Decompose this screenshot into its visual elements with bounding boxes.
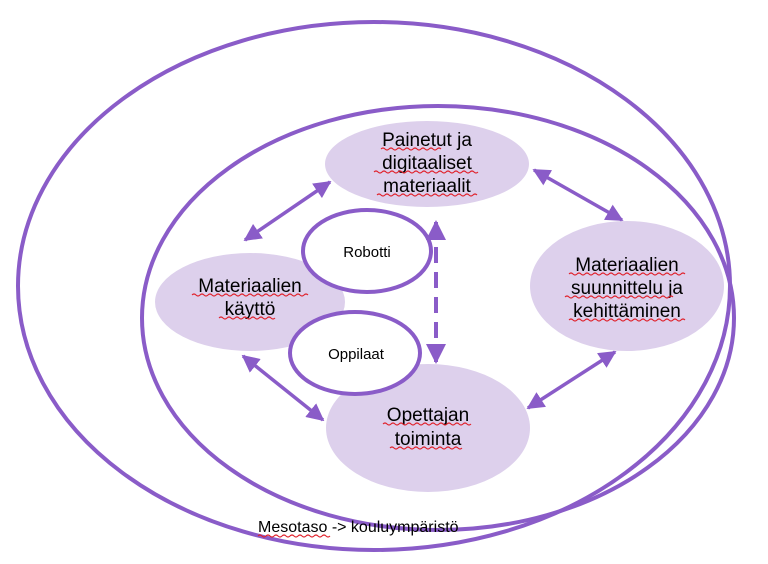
label-robot: Robotti — [343, 244, 391, 261]
caption-meso-level: Mesotaso -> kouluympäristö — [258, 519, 459, 536]
arrow-use-to-printed — [243, 180, 332, 242]
inner-environment-ellipse — [140, 104, 736, 532]
label-students: Oppilaat — [328, 346, 385, 363]
bubble-teacher-action — [326, 364, 530, 492]
label-printed-digital-line3: materiaalit — [383, 176, 471, 197]
label-printed-digital-line1: Painetut ja — [382, 130, 472, 151]
label-material-design-line1: Materiaalien — [575, 255, 679, 276]
label-material-use-line2: käyttö — [225, 299, 276, 320]
label-teacher-action-line1: Opettajan — [387, 405, 469, 426]
arrow-teacher-to-design — [526, 350, 617, 410]
arrow-printed-to-design — [532, 168, 624, 222]
arrow-use-to-teacher — [241, 354, 325, 422]
label-material-use-line1: Materiaalien — [198, 276, 302, 297]
bubble-material-use — [155, 253, 345, 351]
label-printed-digital-line2: digitaaliset — [382, 153, 472, 174]
spellcheck-underlines — [191, 147, 686, 538]
label-material-design-line3: kehittäminen — [573, 301, 681, 322]
label-material-design-line2: suunnittelu ja — [571, 278, 683, 299]
label-teacher-action-line2: toiminta — [395, 429, 462, 450]
bubble-printed-digital — [325, 121, 529, 207]
